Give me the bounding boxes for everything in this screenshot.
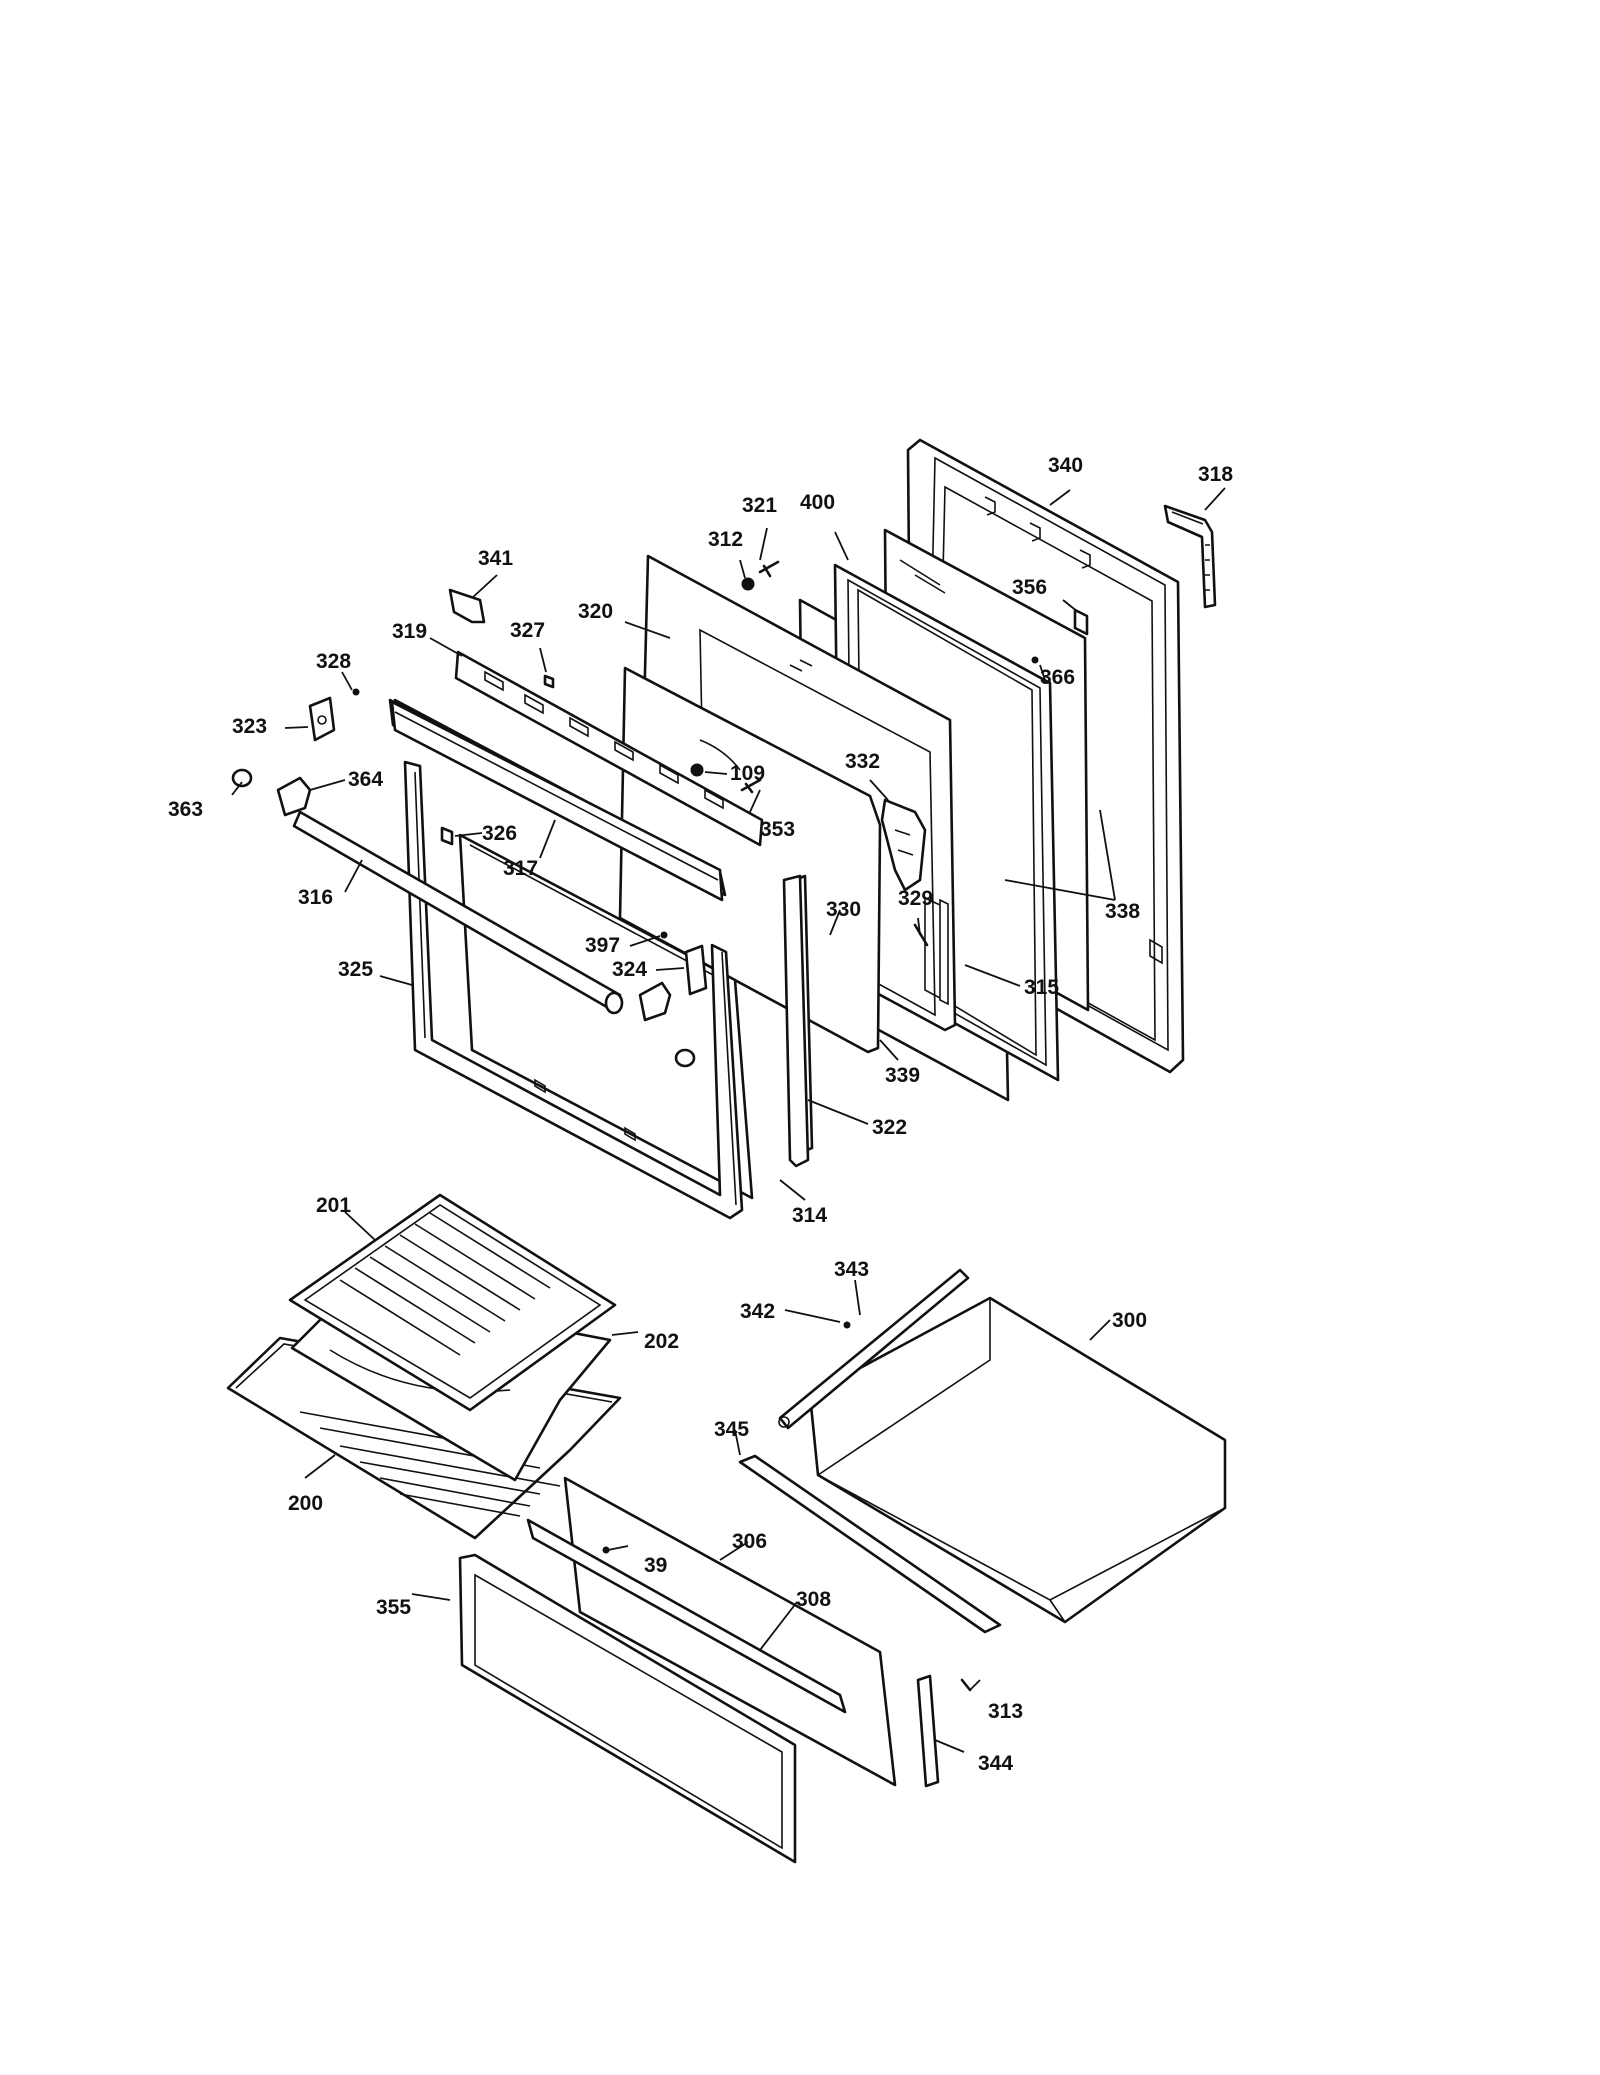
part-300-drawer-box	[808, 1296, 1227, 1624]
callout-109: 109	[730, 762, 765, 785]
callout-355: 355	[376, 1596, 411, 1619]
part-324-spacer	[684, 944, 708, 996]
part-326-clip	[440, 826, 454, 846]
callout-200: 200	[288, 1492, 323, 1515]
callout-330: 330	[826, 898, 861, 921]
callout-345: 345	[714, 1418, 749, 1441]
callout-321: 321	[742, 494, 777, 517]
callout-397: 397	[585, 934, 620, 957]
callout-313: 313	[988, 1700, 1023, 1723]
part-355-drawer-face	[458, 1553, 797, 1864]
callout-306: 306	[732, 1530, 767, 1553]
part-316-handle-bar	[292, 810, 624, 1015]
callout-324: 324	[612, 958, 647, 981]
part-321-screw	[758, 560, 780, 578]
part-308-drawer-trim	[526, 1518, 847, 1714]
part-344-drawer-slide-bracket	[916, 1674, 940, 1788]
callout-325: 325	[338, 958, 373, 981]
part-332-hinge	[880, 798, 927, 892]
callout-316: 316	[298, 886, 333, 909]
callout-353: 353	[760, 818, 795, 841]
part-366-screw	[1031, 656, 1039, 664]
callout-320: 320	[578, 600, 613, 623]
callout-308: 308	[796, 1588, 831, 1611]
part-327-clip	[543, 674, 555, 689]
callout-328: 328	[316, 650, 351, 673]
part-306-drawer-front-panel	[563, 1476, 897, 1787]
part-328-screw	[352, 688, 360, 696]
callout-343: 343	[834, 1258, 869, 1281]
callout-319: 319	[392, 620, 427, 643]
callout-326: 326	[482, 822, 517, 845]
part-201-broiler-grid	[288, 1193, 617, 1412]
part-317-top-channel	[390, 700, 724, 902]
callout-202: 202	[644, 1330, 679, 1353]
callout-342: 342	[740, 1300, 775, 1323]
callout-338: 338	[1105, 900, 1140, 923]
callout-327: 327	[510, 619, 545, 642]
callout-323: 323	[232, 715, 267, 738]
part-341-bracket	[448, 588, 486, 624]
callout-labels: 340 318 321 400 312 341 356 327 320 319 …	[168, 454, 1233, 1775]
callout-364: 364	[348, 768, 383, 791]
part-319-top-trim	[454, 650, 764, 847]
callout-318: 318	[1198, 463, 1233, 486]
callout-322: 322	[872, 1116, 907, 1139]
callout-312: 312	[708, 528, 743, 551]
part-342-screw	[843, 1321, 851, 1329]
callout-39: 39	[644, 1554, 667, 1577]
leader-lines	[231, 487, 1226, 1753]
part-353-screw	[740, 778, 762, 794]
part-329-pin	[913, 923, 929, 947]
callout-314: 314	[792, 1204, 827, 1227]
callout-332: 332	[845, 750, 880, 773]
callout-340: 340	[1048, 454, 1083, 477]
part-364-handle-cap	[276, 776, 672, 1022]
part-343-drawer-slide	[778, 1268, 970, 1430]
callout-329: 329	[898, 887, 933, 910]
part-323-bracket	[308, 696, 336, 742]
part-109-plug	[690, 763, 704, 777]
callout-363: 363	[168, 798, 203, 821]
callout-356: 356	[1012, 576, 1047, 599]
part-345-drawer-rail	[738, 1454, 1002, 1634]
callout-366: 366	[1040, 666, 1075, 689]
callout-201: 201	[316, 1194, 351, 1217]
part-314-window-glass	[458, 833, 754, 1200]
callout-344: 344	[978, 1752, 1013, 1775]
callout-317: 317	[503, 857, 538, 880]
callout-400: 400	[800, 491, 835, 514]
callout-339: 339	[885, 1064, 920, 1087]
part-313-screw	[960, 1678, 972, 1692]
part-356-hinge-bracket	[1073, 608, 1089, 636]
part-322-door-side-trim	[782, 874, 810, 1168]
part-397-screw	[660, 931, 668, 939]
part-312-nut	[741, 577, 755, 591]
part-318-gasket	[1163, 504, 1217, 609]
part-363-knob	[231, 768, 696, 1068]
callout-315: 315	[1024, 976, 1059, 999]
callout-341: 341	[478, 547, 513, 570]
callout-300: 300	[1112, 1309, 1147, 1332]
